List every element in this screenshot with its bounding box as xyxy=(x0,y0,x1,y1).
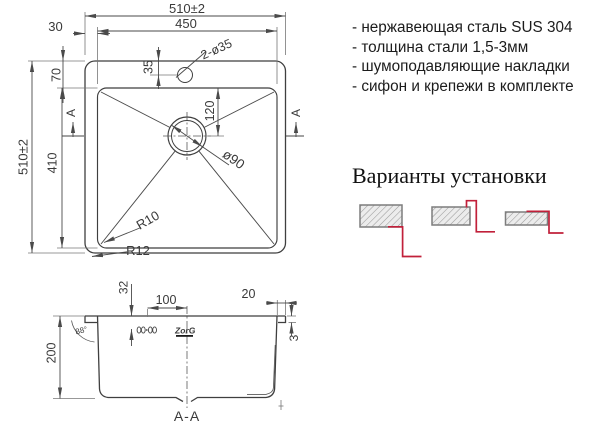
countertop-sections xyxy=(359,204,549,228)
spec-item-soundpads: - шумоподавляющие накладки xyxy=(352,58,570,76)
dim-flange-width: 20 xyxy=(242,287,256,301)
left-lip xyxy=(84,316,97,324)
dim-height-outer: 510±2 xyxy=(16,139,31,175)
dim-width-outer: 510±2 xyxy=(169,1,205,16)
section-dimension-lines xyxy=(57,284,297,399)
right-wall xyxy=(190,315,278,403)
brand-logo: ZorG xyxy=(174,326,196,337)
dim-height-inner: 410 xyxy=(46,153,60,174)
logo-text: ZorG xyxy=(174,326,196,336)
variant-1-countertop xyxy=(359,204,403,228)
label-inner-radius: R10 xyxy=(134,208,162,233)
sink-outline xyxy=(84,60,287,254)
dim-faucet-offset: 35 xyxy=(142,60,156,74)
logo-underline xyxy=(176,335,193,337)
spec-item-material: - нержавеющая сталь SUS 304 xyxy=(352,19,573,36)
sink-outer-rim xyxy=(84,60,287,254)
dim-left-flange: 30 xyxy=(48,19,62,34)
dimension-lines xyxy=(29,13,299,258)
angle-arc xyxy=(71,320,95,343)
drain-centerlines xyxy=(163,112,211,160)
installation-variants xyxy=(359,199,564,258)
label-faucet-holes: 2-ø35 xyxy=(199,36,235,62)
dim-clip-offset: 32 xyxy=(117,281,131,295)
dim-width-inner: 450 xyxy=(175,16,197,31)
dim-top-flange: 70 xyxy=(50,68,64,82)
variant-3-countertop xyxy=(504,211,549,226)
section-label: A-A xyxy=(174,408,200,424)
dim-drain-offset: 120 xyxy=(203,101,217,122)
top-view: 510±2 450 30 2-ø35 35 70 510±2 410 120 ø… xyxy=(16,1,304,258)
variant-2-countertop xyxy=(431,206,471,226)
variant-3-overmount-profile xyxy=(526,210,564,234)
section-outline xyxy=(84,315,287,403)
dim-rim-height: 3 xyxy=(287,334,301,341)
dim-wall-angle: 88° xyxy=(74,325,88,337)
variant-2-flushmount-profile xyxy=(465,199,495,233)
section-marker-left: A xyxy=(64,109,78,117)
sink-rim-profiles xyxy=(388,199,564,258)
section-marker-right: A xyxy=(289,109,303,117)
dim-drain-dia: ø90 xyxy=(220,146,248,172)
mounting-clips xyxy=(136,326,157,334)
section-dimension-labels: 200 32 100 20 3 88° A-A xyxy=(45,281,302,424)
sink-bowl xyxy=(96,87,278,249)
dimension-labels: 510±2 450 30 2-ø35 35 70 510±2 410 120 ø… xyxy=(16,1,304,258)
spec-list: - нержавеющая сталь SUS 304 - толщина ст… xyxy=(352,18,574,97)
dim-depth: 200 xyxy=(45,343,59,364)
label-outer-radius: R12 xyxy=(126,243,150,258)
right-lip xyxy=(278,316,287,324)
variant-1-undermount-profile xyxy=(388,225,422,258)
installation-options-title: Варианты установки xyxy=(352,163,547,188)
left-wall xyxy=(96,315,184,403)
sheet-thickness-line xyxy=(247,344,276,395)
bottom-creases xyxy=(100,91,275,245)
spec-item-included: - сифон и крепежи в комплекте xyxy=(352,78,574,96)
spec-item-thickness: - толщина стали 1,5-3мм xyxy=(352,38,529,56)
dim-drain-center: 100 xyxy=(156,293,177,307)
section-view: ZorG 200 32 100 20 3 88° A-A xyxy=(45,281,302,424)
